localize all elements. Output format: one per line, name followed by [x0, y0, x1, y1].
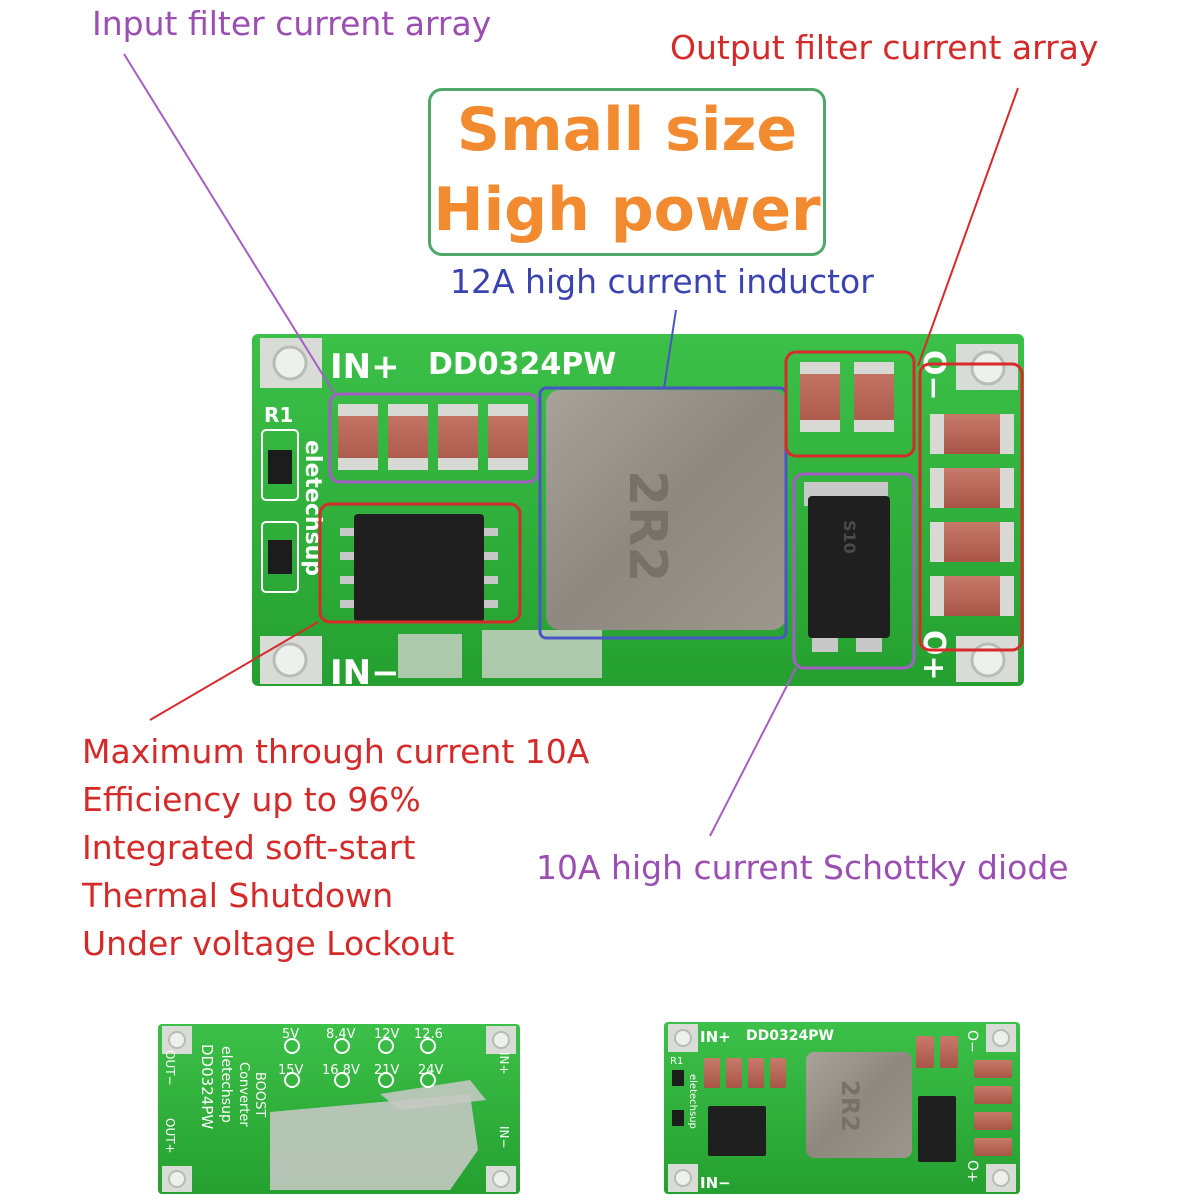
- headline-line2: High power: [433, 175, 821, 245]
- r1-silk: R1: [264, 403, 293, 427]
- inductor: [546, 390, 786, 630]
- headline-line1: Small size: [456, 95, 798, 165]
- mount-hole: [970, 350, 1006, 386]
- small-ic: [708, 1106, 766, 1156]
- resistor-r1: [268, 450, 292, 484]
- output-top-highlight: [784, 350, 916, 458]
- input-filter-highlight: [328, 392, 540, 484]
- back-line-boost: BOOST: [252, 1072, 267, 1117]
- back-solder-area: [270, 1094, 478, 1190]
- r2-outline: [261, 521, 299, 593]
- back-v-21: 21V: [374, 1063, 400, 1078]
- out-plus-silk: O+: [916, 630, 951, 681]
- back-v-12: 12V: [374, 1027, 400, 1042]
- ic-chip: [340, 514, 498, 622]
- inductor-mark: 2R2: [617, 470, 677, 582]
- back-out-plus: OUT+: [163, 1118, 177, 1154]
- small-in-plus: IN+: [700, 1028, 731, 1046]
- ic-highlight: [318, 502, 522, 624]
- small-front-board: IN+ DD0324PW IN− R1 eletechsup O− O+ 2R2: [664, 1022, 1020, 1194]
- small-model: DD0324PW: [746, 1028, 834, 1044]
- back-v-16-8: 16.8V: [322, 1063, 360, 1078]
- feature-item: Maximum through current 10A: [82, 732, 590, 771]
- input-filter-label: Input filter current array: [92, 4, 492, 43]
- in-minus-silk: IN−: [330, 653, 400, 693]
- small-input-caps: [704, 1058, 786, 1088]
- back-in-minus: IN−: [497, 1126, 511, 1149]
- back-line-brand: eletechsup: [218, 1046, 234, 1123]
- input-filter-leader: [123, 53, 337, 397]
- feature-item: Under voltage Lockout: [82, 924, 455, 963]
- headline-box: Small size High power: [428, 88, 826, 256]
- small-output-caps: [974, 1060, 1012, 1156]
- back-v-5: 5V: [282, 1027, 299, 1042]
- small-inductor: [806, 1052, 912, 1158]
- in-plus-silk: IN+: [330, 347, 400, 387]
- back-board: 5V 8.4V 12V 12.6 15V 16.8V 21V 24V BOOST…: [158, 1024, 520, 1194]
- inductor-leader: [663, 309, 677, 389]
- schottky-label: 10A high current Schottky diode: [536, 848, 1069, 887]
- diode-mark: S10: [840, 520, 859, 554]
- schottky-leader: [709, 667, 797, 837]
- schottky-highlight: [792, 472, 916, 670]
- out-minus-silk: O−: [916, 350, 951, 401]
- output-filter-leader: [917, 87, 1019, 367]
- back-line-converter: Converter: [236, 1062, 251, 1127]
- small-diode: [918, 1096, 956, 1162]
- resistor-r2: [268, 540, 292, 574]
- back-line-model: DD0324PW: [198, 1044, 216, 1129]
- voltage-jumper-pads: [284, 1038, 436, 1088]
- input-capacitors: [338, 404, 528, 470]
- r1-outline: [261, 429, 299, 501]
- small-r1: R1: [670, 1056, 683, 1067]
- small-out-minus: O−: [964, 1030, 980, 1053]
- feature-item: Integrated soft-start: [82, 828, 416, 867]
- output-filter-label: Output filter current array: [670, 28, 1099, 67]
- back-v-8-4: 8.4V: [326, 1027, 356, 1042]
- schottky-diode: [804, 482, 890, 652]
- back-v-12-6: 12.6: [414, 1027, 443, 1042]
- back-in-plus: IN+: [497, 1052, 511, 1075]
- small-in-minus: IN−: [700, 1174, 731, 1192]
- output-right-highlight: [918, 362, 1024, 652]
- ic-leader: [149, 621, 319, 721]
- small-out-plus: O+: [964, 1160, 980, 1183]
- feature-item: Efficiency up to 96%: [82, 780, 421, 819]
- back-v-15: 15V: [278, 1063, 304, 1078]
- small-inductor-mark: 2R2: [836, 1080, 864, 1132]
- small-brand: eletechsup: [687, 1074, 698, 1129]
- inductor-highlight: [538, 386, 788, 640]
- mount-hole: [272, 345, 308, 381]
- output-capacitors-right: [930, 414, 1014, 616]
- mount-hole: [272, 642, 308, 678]
- mount-hole: [970, 642, 1006, 678]
- feature-item: Thermal Shutdown: [82, 876, 394, 915]
- main-board: IN+ DD0324PW IN− R1 eletechsup O− O+: [252, 334, 1024, 693]
- back-v-24: 24V: [418, 1063, 444, 1078]
- model-silk: DD0324PW: [428, 347, 616, 382]
- back-out-minus: OUT−: [163, 1050, 177, 1086]
- output-capacitors-top: [800, 362, 894, 432]
- feature-list: Maximum through current 10A Efficiency u…: [82, 728, 589, 968]
- inductor-label: 12A high current inductor: [450, 262, 874, 301]
